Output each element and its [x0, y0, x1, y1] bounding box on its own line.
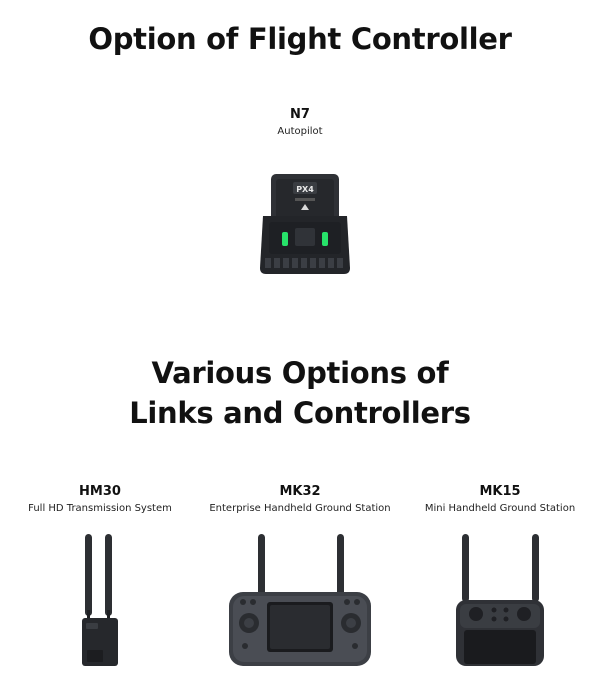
product-desc-hm30: Full HD Transmission System — [28, 503, 172, 514]
hm30-transmission-image — [82, 534, 118, 666]
product-desc-mk32: Enterprise Handheld Ground Station — [209, 503, 391, 514]
product-name-hm30: HM30 — [79, 484, 121, 499]
n7-autopilot-image: PX4 — [260, 174, 350, 274]
section-title-links-line2: Links and Controllers — [129, 396, 471, 430]
section-title-links-line1: Various Options of — [151, 356, 449, 390]
section-title-flight-controller: Option of Flight Controller — [88, 22, 512, 56]
product-desc-n7: Autopilot — [277, 126, 323, 137]
mk32-ground-station-image — [229, 534, 371, 666]
product-desc-mk15: Mini Handheld Ground Station — [424, 503, 576, 514]
product-name-mk15: MK15 — [479, 484, 521, 499]
product-name-n7: N7 — [290, 107, 310, 122]
px4-logo-text: PX4 — [296, 185, 314, 194]
product-name-mk32: MK32 — [279, 484, 321, 499]
mk15-ground-station-image — [456, 534, 544, 666]
